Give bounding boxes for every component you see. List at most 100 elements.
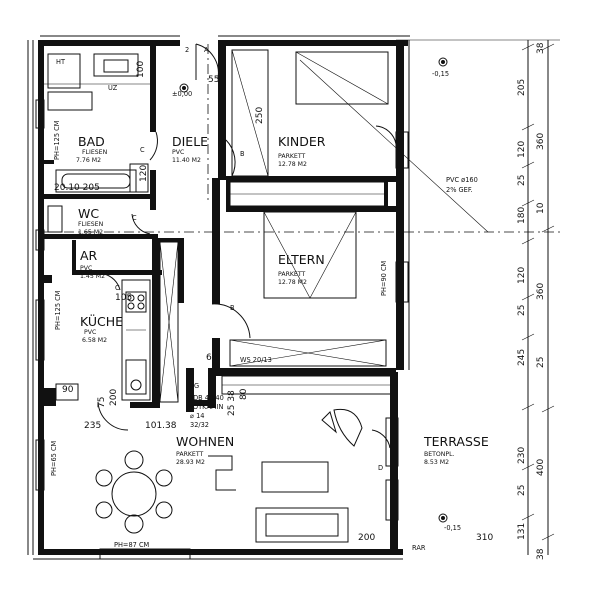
level-right-bottom: -0,15	[444, 524, 461, 532]
room-area-wc: 1.65 M2	[78, 229, 103, 236]
marker-g: G	[194, 382, 199, 390]
room-area-kueche: 6.58 M2	[82, 337, 107, 344]
d3232-label: 32/32	[190, 421, 209, 429]
right-dimension-chain	[521, 40, 555, 555]
uz-label: UZ	[108, 84, 118, 92]
rdim-120-a: 120	[517, 141, 527, 158]
room-area-eltern: 12.78 M2	[278, 279, 307, 286]
room-name-kinder: KINDER	[278, 134, 326, 149]
rdim-38-bottom: 38	[536, 548, 546, 560]
bathtub	[55, 169, 137, 193]
level-markers	[179, 57, 448, 523]
level-top: ±0,00	[172, 90, 192, 98]
room-floor-terrasse: BETONPL.	[424, 451, 455, 458]
rar-label: RAR	[412, 544, 426, 552]
door-b-1: B	[240, 150, 245, 158]
rdim-205: 205	[517, 79, 527, 96]
ws-label: WS 20/13	[240, 356, 272, 364]
ddb-label: DDB 40/40	[188, 394, 224, 402]
room-floor-eltern: PARKETT	[278, 271, 306, 278]
rdim-10: 10	[536, 202, 546, 214]
windows	[35, 99, 409, 560]
toilet	[47, 205, 63, 233]
rdim-25-c: 25	[536, 357, 546, 368]
rdim-38-top: 38	[536, 42, 546, 54]
washing-machine	[47, 53, 81, 89]
room-name-ar: AR	[80, 248, 98, 263]
coffee-table	[261, 461, 329, 493]
dim-200-k: 200	[109, 389, 119, 406]
dim-66: 66	[206, 353, 218, 363]
notkamin-label: NOTKAMIN	[188, 403, 224, 411]
room-floor-wc: FLIESEN	[78, 221, 104, 228]
dim-bath-205: 20.10 205	[54, 183, 100, 193]
room-area-bad: 7.76 M2	[76, 157, 101, 164]
rdim-230: 230	[517, 447, 527, 464]
door-c-1: C	[140, 146, 145, 154]
kids-bed	[295, 51, 389, 105]
wall-right-upper	[396, 40, 404, 370]
ph-eltern: PH=90 CM	[380, 260, 388, 296]
room-name-terrasse: TERRASSE	[423, 434, 489, 449]
ph-wohnen-bottom: PH=87 CM	[114, 541, 150, 549]
room-area-ar: 1.45 M2	[80, 273, 105, 280]
dim-200-w: 200	[358, 533, 375, 543]
rdim-25-b: 25	[517, 305, 527, 316]
dim-80: 80	[239, 388, 249, 400]
ht-label: HT	[56, 58, 66, 66]
room-name-eltern: ELTERN	[278, 252, 325, 267]
door-d-1: D	[378, 464, 383, 472]
rdim-131: 131	[517, 523, 527, 540]
rdim-360-top: 360	[536, 133, 546, 150]
doors	[97, 43, 397, 449]
room-area-kinder: 12.78 M2	[278, 161, 307, 168]
dim-2538: 25 38	[227, 390, 237, 416]
room-labels: BAD FLIESEN 7.76 M2 DIELE PVC 11.40 M2 K…	[76, 134, 489, 466]
room-name-diele: DIELE	[172, 134, 208, 149]
d14-label: ⌀ 14	[190, 412, 204, 420]
interior-walls	[44, 40, 396, 412]
dim-90: 90	[62, 385, 74, 395]
room-area-terrasse: 8.53 M2	[424, 459, 449, 466]
ph-wohnen-left: PH=65 CM	[50, 440, 58, 476]
door-c-3: C	[115, 284, 120, 292]
rdim-400: 400	[536, 459, 546, 476]
dim-250: 250	[255, 107, 265, 124]
sofa	[255, 507, 349, 543]
wall-top-mid	[218, 40, 408, 46]
wall-left	[38, 40, 44, 555]
sink	[93, 53, 139, 77]
dim-100: 100	[136, 61, 146, 78]
kitchen-counter	[121, 279, 151, 401]
room-floor-diele: PVC	[172, 149, 184, 156]
pvc-pipe-label: PVC ø160	[446, 176, 478, 184]
marker-2: 2	[185, 46, 189, 54]
room-name-wohnen: WOHNEN	[176, 434, 234, 449]
marker-a: A	[204, 46, 209, 54]
slope-label: 2% GEF.	[446, 186, 473, 194]
dim-105: 105	[115, 293, 132, 303]
door-c-2: C	[132, 214, 137, 222]
annotations: HT UZ ±0,00 -0,15 -0,15 PVC ø160 2% GEF.…	[50, 46, 478, 552]
exterior-walls	[27, 35, 410, 560]
rdim-25-d: 25	[517, 485, 527, 496]
rdim-180: 180	[517, 207, 527, 224]
door-b-2: B	[230, 304, 235, 312]
room-name-kueche: KÜCHE	[80, 313, 123, 329]
wall-bottom	[38, 549, 403, 555]
dim-75: 75	[97, 397, 107, 408]
fixtures	[44, 49, 393, 543]
wall-right-lower	[390, 372, 398, 555]
dim-10138: 101.38	[145, 421, 177, 431]
room-floor-bad: FLIESEN	[82, 149, 108, 156]
dim-235: 235	[84, 421, 101, 431]
dim-55: 55	[208, 75, 219, 85]
room-floor-wohnen: PARKETT	[176, 451, 204, 458]
level-right-top: -0,15	[432, 70, 449, 78]
right-chain-labels: 38 205 360 120 25 180 10 120 360 25 245 …	[517, 42, 546, 560]
rdim-360-b: 360	[536, 283, 546, 300]
interior-dimensions: 20.10 205 100 120 250 55 105 200 75 90 2…	[54, 61, 493, 543]
ph-bad: PH=125 CM	[53, 120, 61, 160]
dim-120-bath: 120	[139, 165, 149, 182]
